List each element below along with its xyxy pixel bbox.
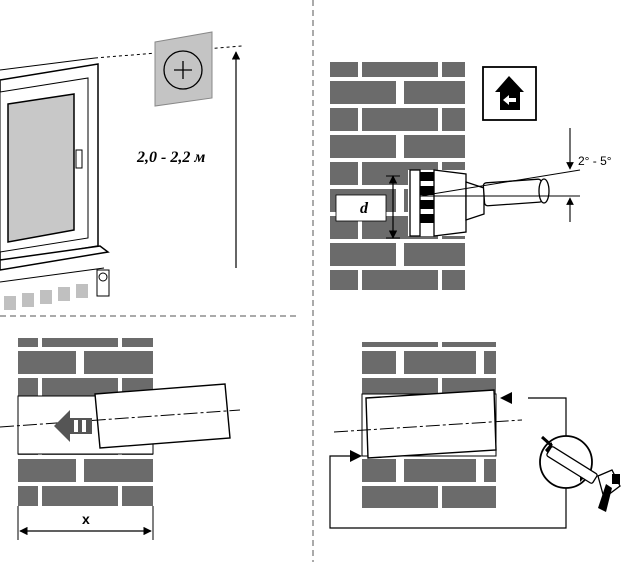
wall-vent-icon xyxy=(154,31,213,107)
hole-diameter-label: d xyxy=(360,200,369,217)
sealant-gun-icon xyxy=(539,435,621,512)
push-arrow-icon xyxy=(54,410,92,442)
core-drill-bit xyxy=(408,169,550,237)
panel-drilling-angle: d 2° - 5° xyxy=(330,62,612,290)
panel-pipe-insertion: x xyxy=(0,338,241,540)
panel-mount-height: 2,0 - 2,2 м xyxy=(0,31,243,310)
mount-height-label: 2,0 - 2,2 м xyxy=(136,149,205,166)
house-indoor-arrow-icon xyxy=(482,66,537,121)
tilt-angle-label: 2° - 5° xyxy=(578,154,612,168)
panel-foam-sealing xyxy=(329,342,621,529)
window xyxy=(0,63,110,283)
radiator xyxy=(4,269,110,310)
sealed-pipe xyxy=(365,389,497,459)
vent-pipe xyxy=(94,383,231,449)
wall-depth-label: x xyxy=(82,511,90,527)
